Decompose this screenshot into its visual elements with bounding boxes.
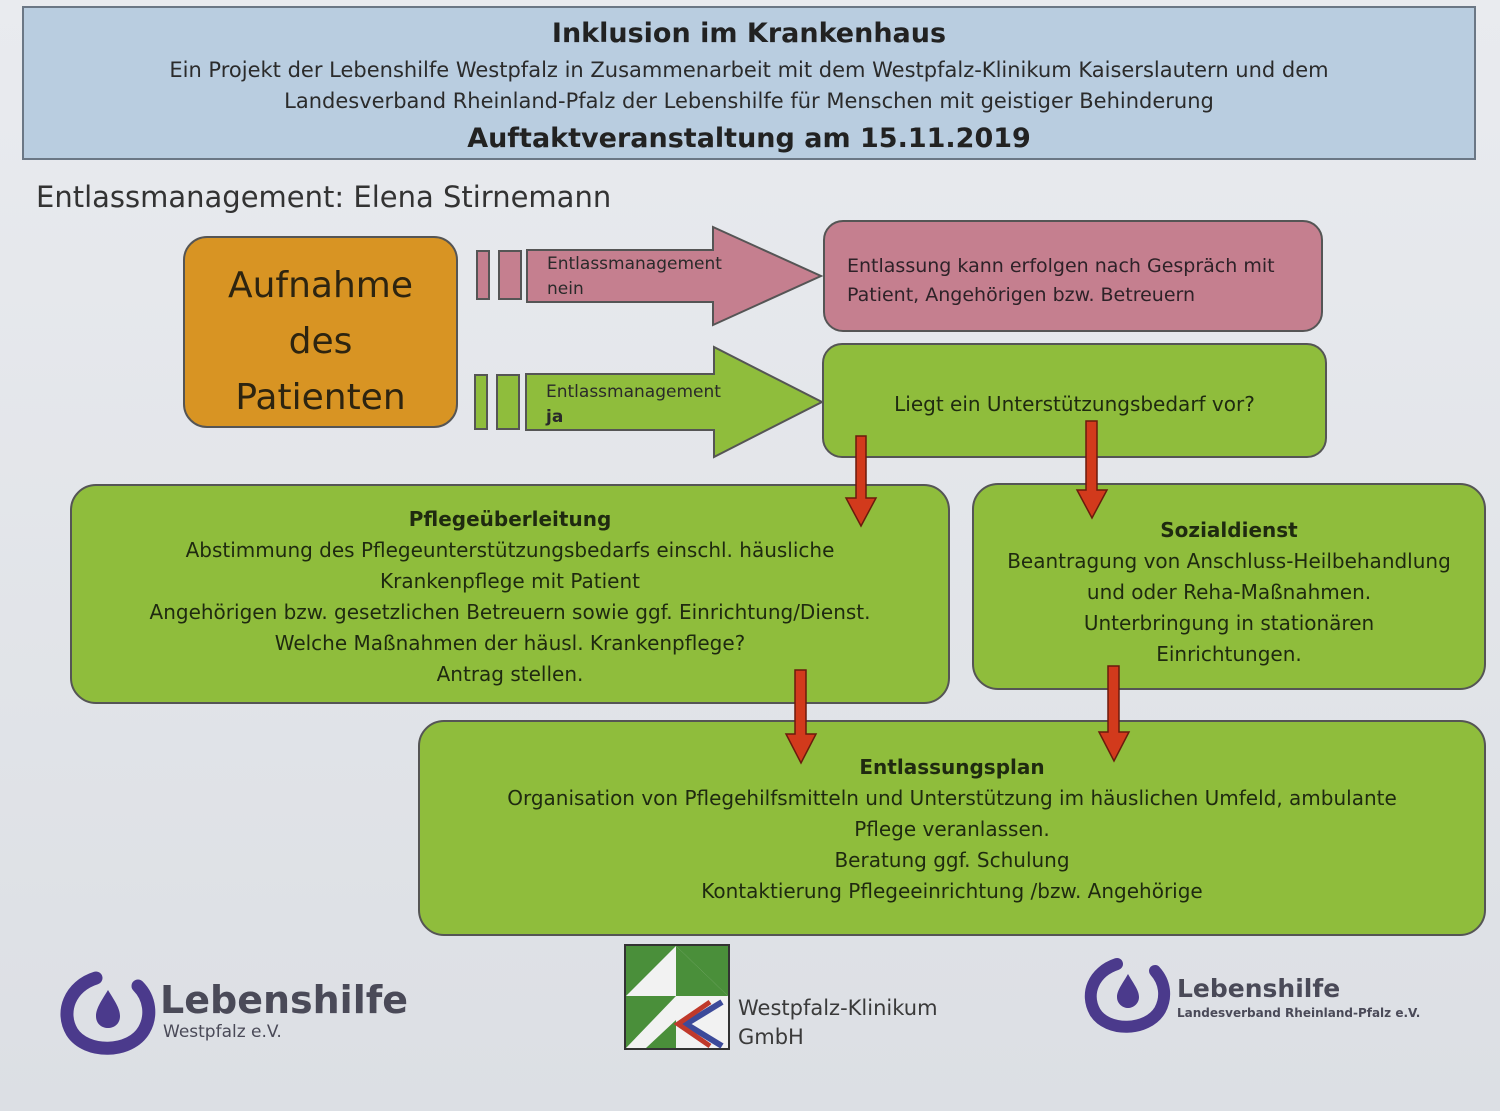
slide-subtitle: Entlassmanagement: Elena Stirnemann [36,180,612,214]
sozial-heading: Sozialdienst [1160,518,1298,542]
start-line-3: Patienten [235,377,406,418]
lebenshilfe-logo-icon [60,971,156,1055]
no-result-box: Entlassung kann erfolgen nach Gespräch m… [823,220,1323,332]
no-bar-1 [476,250,490,300]
westpfalz-klinikum-logo-icon [624,944,730,1050]
lebenshilfe-landesverband-logo-icon [1084,958,1171,1033]
no-bar-2 [498,250,522,300]
header-line-2: Landesverband Rheinland-Pfalz der Lebens… [284,89,1214,113]
start-line-2: des [288,321,353,362]
yes-bar-1 [474,374,488,430]
logo-right-sub: Landesverband Rheinland-Pfalz e.V. [1177,1006,1421,1020]
arrow-no-line-1: Entlassmanagement [547,254,722,274]
arrow-no-line-2: nein [547,279,584,299]
sozial-line-4: Einrichtungen. [1156,642,1302,666]
arrow-yes-label: Entlassmanagement ja [546,380,721,430]
no-result-line-2: Patient, Angehörigen bzw. Betreuern [847,284,1196,306]
no-result-line-1: Entlassung kann erfolgen nach Gespräch m… [847,255,1275,277]
logo-left-sub: Westpfalz e.V. [163,1022,282,1042]
arrow-yes-line-1: Entlassmanagement [546,382,721,402]
arrow-down-to-pflege [844,435,878,528]
logo-left-name: Lebenshilfe [160,978,409,1022]
header-event: Auftaktveranstaltung am 15.11.2019 [467,123,1031,154]
plan-line-3: Beratung ggf. Schulung [834,848,1070,872]
plan-heading: Entlassungsplan [859,755,1045,779]
plan-line-2: Pflege veranlassen. [854,817,1050,841]
arrow-no-shape [526,225,824,327]
arrow-down-from-sozial [1097,665,1131,763]
sozial-line-3: Unterbringung in stationären [1083,611,1375,635]
arrow-no-label: Entlassmanagement nein [547,252,722,302]
header-title: Inklusion im Krankenhaus [551,18,947,49]
logo-center-line-2: GmbH [738,1025,804,1049]
plan-line-1: Organisation von Pflegehilfsmitteln und … [507,786,1397,810]
pflege-line-1: Abstimmung des Pflegeunterstützungsbedar… [185,538,835,562]
question-text: Liegt ein Unterstützungsbedarf vor? [894,392,1255,416]
pflege-heading: Pflegeüberleitung [408,507,612,531]
pflege-line-4: Welche Maßnahmen der häusl. Krankenpfleg… [274,631,746,655]
plan-line-4: Kontaktierung Pflegeeinrichtung /bzw. An… [701,879,1203,903]
start-line-1: Aufnahme [227,265,414,306]
yes-bar-2 [496,374,520,430]
start-box: Aufnahme des Patienten [183,236,458,428]
pflege-line-3: Angehörigen bzw. gesetzlichen Betreuern … [149,600,871,624]
sozial-line-1: Beantragung von Anschluss-Heilbehandlung [1007,549,1451,573]
logo-right-name: Lebenshilfe [1177,974,1341,1003]
logo-center-line-1: Westpfalz-Klinikum [738,996,938,1020]
sozial-line-2: und oder Reha-Maßnahmen. [1086,580,1372,604]
pflege-box: Pflegeüberleitung Abstimmung des Pflegeu… [70,484,950,704]
pflege-line-2: Krankenpflege mit Patient [380,569,640,593]
header-line-1: Ein Projekt der Lebenshilfe Westpfalz in… [169,58,1329,82]
question-box: Liegt ein Unterstützungsbedarf vor? [822,343,1327,458]
plan-box: Entlassungsplan Organisation von Pflegeh… [418,720,1486,936]
header-banner: Inklusion im Krankenhaus Ein Projekt der… [22,6,1476,160]
arrow-yes-shape [525,345,825,459]
sozial-box: Sozialdienst Beantragung von Anschluss-H… [972,483,1486,690]
arrow-yes-line-2: ja [546,407,564,427]
arrow-down-to-sozial [1075,420,1109,520]
pflege-line-5: Antrag stellen. [436,662,584,686]
arrow-down-from-pflege [784,669,818,765]
